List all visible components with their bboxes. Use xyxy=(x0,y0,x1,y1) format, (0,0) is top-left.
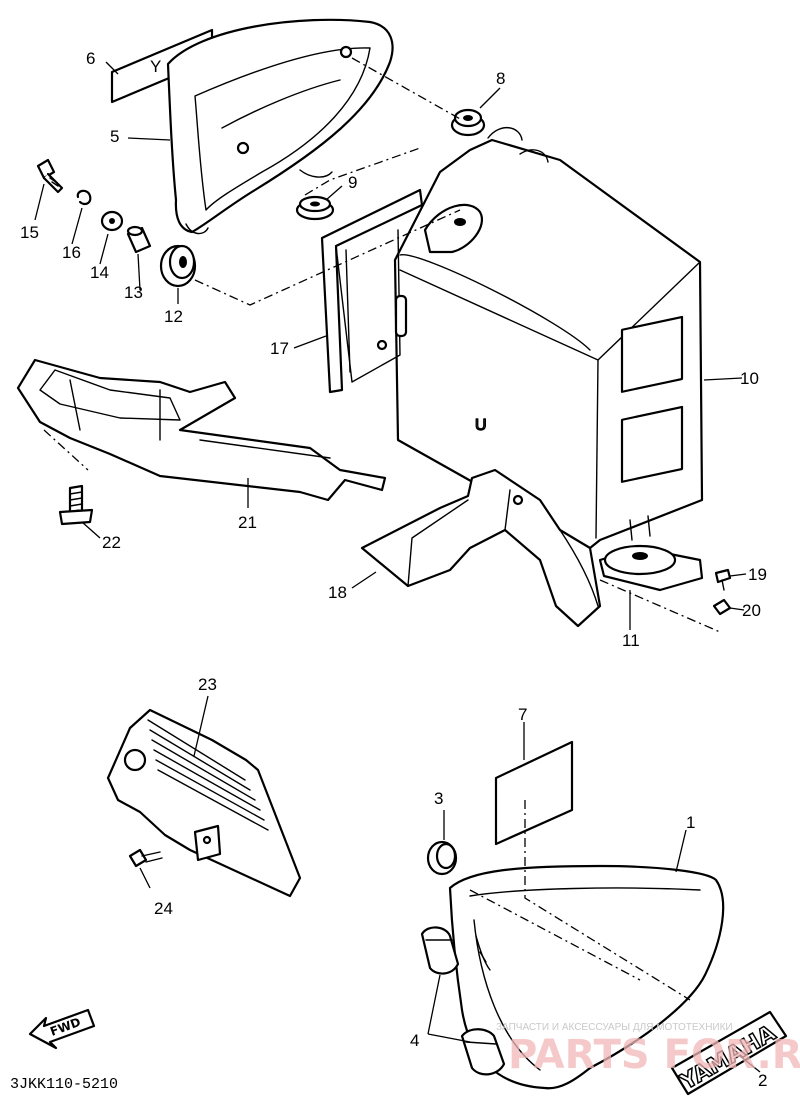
part-17-bracket[interactable] xyxy=(320,188,424,394)
part-20-nut[interactable] xyxy=(712,598,732,616)
watermark: ЗАПЧАСТИ И АКСЕССУАРЫ ДЛЯ МОТОТЕХНИКИ PA… xyxy=(496,1022,800,1078)
assembly-lines xyxy=(43,57,721,1001)
part-22-bolt[interactable] xyxy=(58,484,94,526)
callout-6: 6 xyxy=(86,49,95,68)
part-3-grommet[interactable] xyxy=(426,840,458,876)
callout-23: 23 xyxy=(198,675,217,694)
callout-18: 18 xyxy=(328,583,347,602)
callout-2: 2 xyxy=(758,1071,767,1090)
callout-20: 20 xyxy=(742,601,761,620)
leader-lines xyxy=(34,61,761,1073)
part-14-washer[interactable] xyxy=(100,210,124,232)
callout-13: 13 xyxy=(124,283,143,302)
callout-24: 24 xyxy=(154,899,173,918)
part-24-screw[interactable] xyxy=(128,848,163,868)
watermark-caption: ЗАПЧАСТИ И АКСЕССУАРЫ ДЛЯ МОТОТЕХНИКИ xyxy=(496,1022,733,1033)
part-4-damper-upper[interactable] xyxy=(420,926,460,975)
part-16-clip[interactable] xyxy=(76,189,92,206)
callout-14: 14 xyxy=(90,263,109,282)
part-4-damper-lower[interactable] xyxy=(460,1028,506,1076)
part-7-decal[interactable] xyxy=(494,740,574,846)
part-13-collar[interactable] xyxy=(126,225,152,254)
callout-16: 16 xyxy=(62,243,81,262)
part-8-grommet[interactable] xyxy=(450,108,486,137)
part-21-side-bracket[interactable] xyxy=(16,358,387,502)
svg-text:Y: Y xyxy=(150,57,161,76)
part-12-grommet[interactable] xyxy=(159,244,197,288)
callout-numbers: 1 2 3 4 5 6 7 8 9 10 11 12 13 14 15 16 1… xyxy=(20,49,767,1090)
part-1-side-cover[interactable] xyxy=(448,864,725,1090)
callout-8: 8 xyxy=(496,69,505,88)
part-9-grommet[interactable] xyxy=(295,195,335,221)
callout-22: 22 xyxy=(102,533,121,552)
watermark-brand: PARTS FOR.RU xyxy=(508,1032,800,1078)
part-19-screw[interactable] xyxy=(714,568,732,591)
part-18-lower-bracket[interactable] xyxy=(360,468,602,628)
callout-21: 21 xyxy=(238,513,257,532)
callout-15: 15 xyxy=(20,223,39,242)
diagram-code: 3JKK110-5210 xyxy=(10,1076,118,1093)
part-15-bolt[interactable] xyxy=(36,158,64,194)
callout-10: 10 xyxy=(740,369,759,388)
part-5-upper-cover[interactable] xyxy=(166,18,394,235)
callout-7: 7 xyxy=(518,705,527,724)
callout-4: 4 xyxy=(410,1031,419,1050)
callout-12: 12 xyxy=(164,307,183,326)
svg-text:U: U xyxy=(475,417,487,434)
callout-1: 1 xyxy=(686,813,695,832)
callout-11: 11 xyxy=(622,631,640,650)
part-23-side-cover[interactable] xyxy=(106,708,302,898)
part-11-damper[interactable] xyxy=(598,515,704,592)
fwd-arrow: FWD xyxy=(28,1008,96,1050)
callout-9: 9 xyxy=(348,173,357,192)
part-10-box[interactable]: U xyxy=(393,127,704,550)
callout-3: 3 xyxy=(434,789,443,808)
callout-19: 19 xyxy=(748,565,767,584)
callout-17: 17 xyxy=(270,339,289,358)
callout-5: 5 xyxy=(110,127,119,146)
